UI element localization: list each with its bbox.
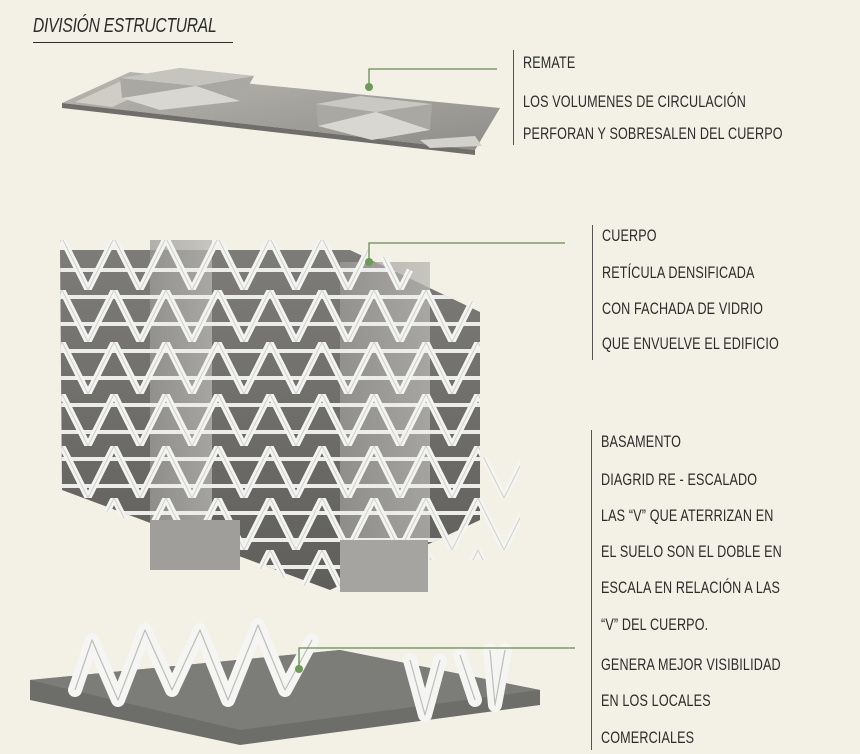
cuerpo-separator [592, 225, 593, 360]
diagram-title: DIVISIÓN ESTRUCTURAL [33, 15, 217, 37]
basamento-heading: BASAMENTO [601, 432, 682, 451]
title-underline [33, 42, 233, 43]
basamento-line-4: ESCALA EN RELACIÓN A LAS [601, 578, 781, 597]
basamento-line-7: EN LOS LOCALES [601, 691, 711, 710]
cuerpo-line-2: CON FACHADA DE VIDRIO [602, 299, 764, 318]
remate-marker [365, 83, 373, 91]
remate-line-1: LOS VOLUMENES DE CIRCULACIÓN [523, 92, 746, 111]
remate-line-2: PERFORAN Y SOBRESALEN DEL CUERPO [523, 124, 783, 143]
remate-leader [368, 68, 497, 87]
basamento-marker [295, 665, 303, 673]
cuerpo-leader [368, 242, 565, 262]
cuerpo-marker [365, 258, 373, 266]
body-level-model [60, 240, 520, 595]
basamento-line-2: LAS “V” QUE ATERRIZAN EN [601, 506, 774, 525]
cuerpo-line-1: RETÍCULA DENSIFICADA [602, 263, 755, 282]
basamento-line-6: GENERA MEJOR VISIBILIDAD [601, 655, 781, 674]
basamento-line-3: EL SUELO SON EL DOBLE EN [601, 542, 782, 561]
basamento-line-5: “V” DEL CUERPO. [601, 615, 709, 634]
base-level-model [30, 618, 540, 745]
basamento-line-1: DIAGRID RE - ESCALADO [601, 470, 758, 489]
cuerpo-heading: CUERPO [602, 226, 657, 245]
basamento-line-8: COMERCIALES [601, 728, 695, 747]
remate-heading: REMATE [523, 53, 576, 72]
basamento-leader [298, 647, 575, 669]
basamento-separator [591, 430, 592, 750]
roof-level-model [62, 68, 500, 155]
cuerpo-line-3: QUE ENVUELVE EL EDIFICIO [602, 334, 779, 353]
leader-lines [298, 68, 575, 669]
remate-separator [513, 50, 514, 145]
